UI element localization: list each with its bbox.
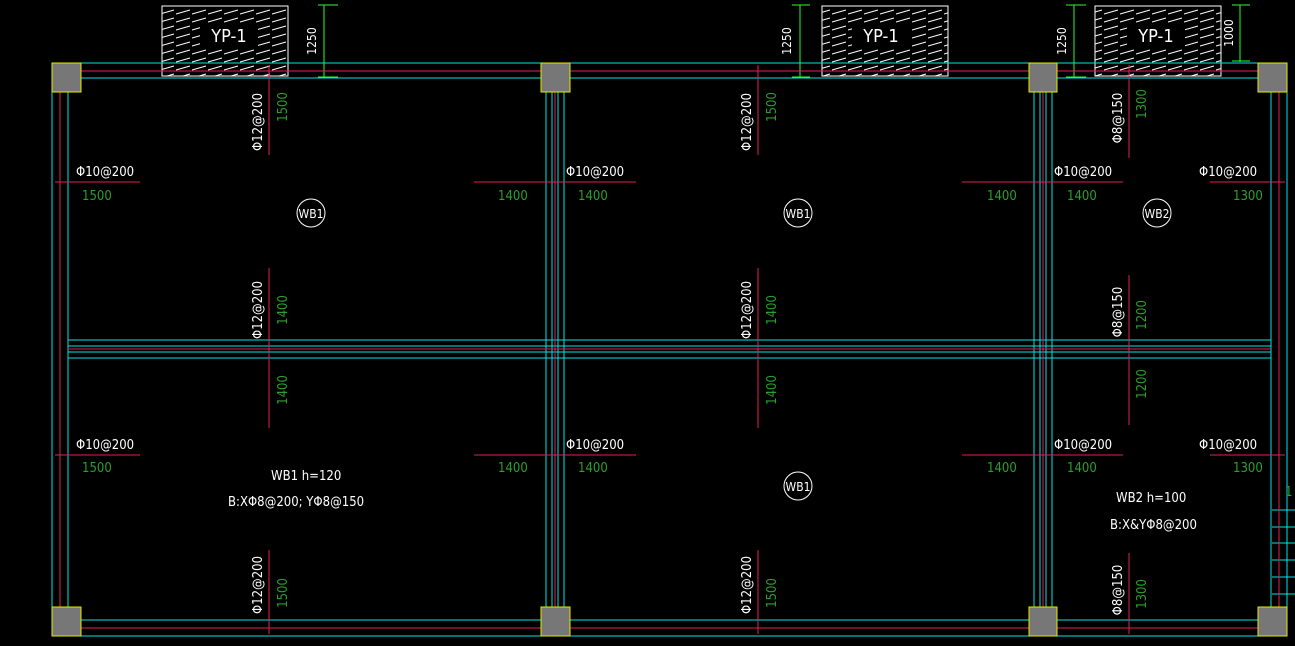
rebar-length: 1400 bbox=[987, 189, 1017, 204]
rebar-length: 1400 bbox=[498, 461, 528, 476]
edge-mark: 1 bbox=[1285, 485, 1292, 500]
rebar-label: Φ10@200 bbox=[1054, 438, 1112, 453]
rebar-length: 1500 bbox=[82, 461, 112, 476]
parapet-dimensions bbox=[318, 4, 1250, 78]
dim-1250-c: 1250 bbox=[1055, 27, 1069, 55]
rebar-length: 1400 bbox=[765, 375, 780, 405]
parapet-label: YP-1 bbox=[862, 26, 898, 47]
slab-tag: WB1 bbox=[299, 207, 324, 221]
rebar-label: Φ12@200 bbox=[251, 556, 266, 614]
rebar-label: Φ12@200 bbox=[740, 281, 755, 339]
rebar-label: Φ12@200 bbox=[251, 281, 266, 339]
rebar-label: Φ10@200 bbox=[1054, 165, 1112, 180]
axis-lines bbox=[52, 63, 1287, 636]
top-rebar-lines bbox=[55, 65, 1285, 634]
rebar-length: 1300 bbox=[1135, 89, 1150, 119]
rebar-label: Φ10@200 bbox=[566, 438, 624, 453]
column bbox=[540, 62, 571, 93]
rebar-length: 1400 bbox=[578, 461, 608, 476]
rebar-label: Φ8@150 bbox=[1111, 93, 1126, 144]
rebar-label: Φ12@200 bbox=[251, 93, 266, 151]
dim-1250-a: 1250 bbox=[305, 27, 319, 55]
column bbox=[51, 62, 82, 93]
rebar-label: Φ10@200 bbox=[76, 165, 134, 180]
rebar-length: 1500 bbox=[276, 578, 291, 608]
rebar-length: 1400 bbox=[987, 461, 1017, 476]
columns bbox=[51, 62, 1288, 637]
rebar-length: 1500 bbox=[276, 92, 291, 122]
rebar-length: 1500 bbox=[765, 92, 780, 122]
rebar-length: 1200 bbox=[1135, 300, 1150, 330]
rebar-length: 1300 bbox=[1233, 189, 1263, 204]
slab-tag: WB1 bbox=[786, 207, 811, 221]
slab-note-title: WB2 h=100 bbox=[1116, 491, 1186, 506]
parapet-yp1-middle: YP-1 bbox=[821, 5, 949, 77]
rebar-length: 1200 bbox=[1135, 369, 1150, 399]
rebar-length: 1400 bbox=[765, 295, 780, 325]
column bbox=[1257, 606, 1288, 637]
rebar-label: Φ10@200 bbox=[1199, 438, 1257, 453]
rebar-length: 1400 bbox=[276, 375, 291, 405]
slab-note-title: WB1 h=120 bbox=[271, 469, 341, 484]
rebar-label: Φ8@150 bbox=[1111, 287, 1126, 338]
column bbox=[1028, 62, 1058, 93]
rebar-length: 1500 bbox=[765, 578, 780, 608]
dim-1000: 1000 bbox=[1222, 19, 1236, 47]
column bbox=[1028, 606, 1058, 637]
rebar-label: Φ10@200 bbox=[76, 438, 134, 453]
rebar-label: Φ10@200 bbox=[566, 165, 624, 180]
parapet-yp1-right: YP-1 bbox=[1094, 5, 1222, 77]
slab-tag-circles bbox=[296, 198, 1172, 501]
rebar-length: 1400 bbox=[1067, 461, 1097, 476]
rebar-length: 1500 bbox=[82, 189, 112, 204]
slab-tag: WB1 bbox=[786, 480, 811, 494]
rebar-length: 1400 bbox=[498, 189, 528, 204]
rebar-label: Φ8@150 bbox=[1111, 565, 1126, 616]
column bbox=[51, 606, 82, 637]
column bbox=[1257, 62, 1288, 93]
rebar-length: 1400 bbox=[276, 295, 291, 325]
parapet-yp1-left: YP-1 bbox=[161, 5, 289, 77]
rebar-length: 1300 bbox=[1233, 461, 1263, 476]
parapet-label: YP-1 bbox=[210, 26, 246, 47]
rebar-length: 1400 bbox=[578, 189, 608, 204]
slab-note-rebar: B:X&YΦ8@200 bbox=[1110, 518, 1197, 533]
rebar-label: Φ12@200 bbox=[740, 556, 755, 614]
parapet-label: YP-1 bbox=[1137, 26, 1173, 47]
column bbox=[540, 606, 571, 637]
rebar-label: Φ10@200 bbox=[1199, 165, 1257, 180]
rebar-length: 1400 bbox=[1067, 189, 1097, 204]
rebar-label: Φ12@200 bbox=[740, 93, 755, 151]
slab-note-rebar: B:XΦ8@200; YΦ8@150 bbox=[228, 495, 364, 510]
dim-1250-b: 1250 bbox=[780, 27, 794, 55]
rebar-length: 1300 bbox=[1135, 579, 1150, 609]
slab-tag: WB2 bbox=[1145, 207, 1170, 221]
